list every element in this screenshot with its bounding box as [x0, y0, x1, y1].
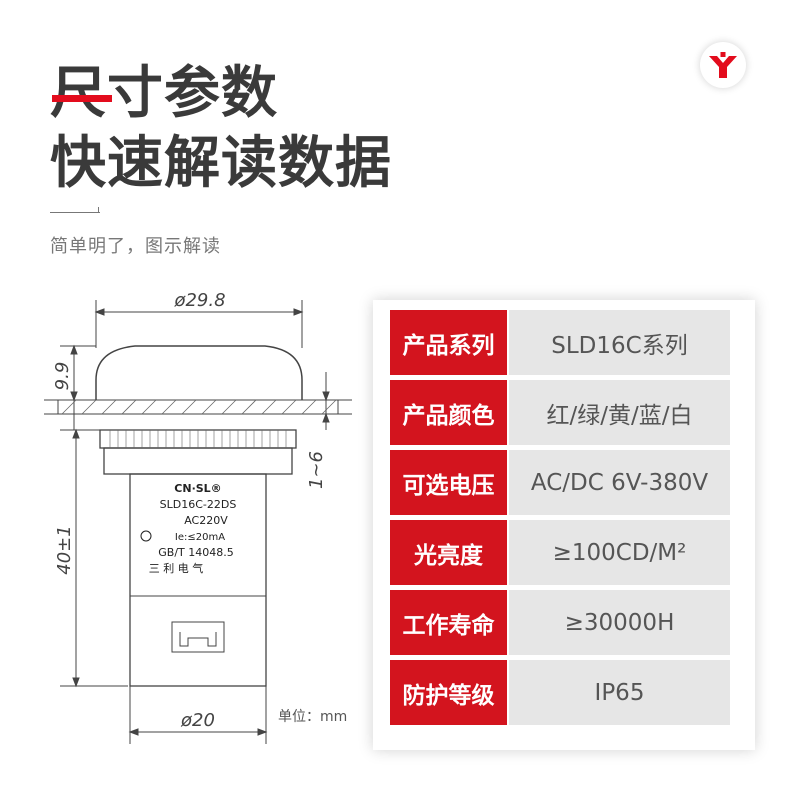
spec-label: 光亮度	[390, 520, 507, 585]
spec-value: ≥100CD/M²	[509, 520, 730, 585]
divider-line	[50, 212, 100, 213]
dim-bottom-width: ø20	[180, 710, 215, 731]
spec-row: 产品系列 SLD16C系列	[390, 310, 730, 375]
spec-label: 产品颜色	[390, 380, 507, 445]
title-accent-bar	[52, 95, 112, 102]
dim-panel-thickness: 1~6	[306, 451, 327, 489]
dimension-drawing: ø29.8 9.9 1~6 40±1 ø20 CN·SL® SLD16C-22D…	[44, 290, 352, 744]
spec-row: 产品颜色 红/绿/黄/蓝/白	[390, 380, 730, 445]
page-title-line1: 尺寸参数	[50, 61, 278, 126]
spec-row: 可选电压 AC/DC 6V-380V	[390, 450, 730, 515]
red-y-logo-icon	[709, 52, 737, 78]
dim-body-height: 40±1	[54, 525, 75, 574]
spec-value: 红/绿/黄/蓝/白	[509, 380, 730, 445]
page-title-line2: 快速解读数据	[50, 131, 392, 196]
spec-row: 工作寿命 ≥30000H	[390, 590, 730, 655]
spec-label: 工作寿命	[390, 590, 507, 655]
divider-tick	[98, 207, 99, 213]
spec-value: AC/DC 6V-380V	[509, 450, 730, 515]
spec-value: SLD16C系列	[509, 310, 730, 375]
spec-label: 防护等级	[390, 660, 507, 725]
dim-top-width: ø29.8	[173, 290, 225, 311]
brand-logo	[700, 42, 746, 88]
spec-label: 产品系列	[390, 310, 507, 375]
dim-cap-height: 9.9	[52, 362, 73, 391]
spec-table: 产品系列 SLD16C系列 产品颜色 红/绿/黄/蓝/白 可选电压 AC/DC …	[373, 300, 755, 750]
ccc-mark-icon	[140, 530, 152, 542]
unit-label: 单位：mm	[278, 709, 348, 725]
label-current: Ie:≤20mA	[175, 532, 225, 543]
label-standard: GB/T 14048.5	[158, 546, 233, 559]
page-subtitle: 简单明了，图示解读	[50, 236, 221, 257]
spec-row: 光亮度 ≥100CD/M²	[390, 520, 730, 585]
label-model: SLD16C-22DS	[160, 498, 237, 511]
label-brand: CN·SL®	[174, 482, 221, 495]
spec-row: 防护等级 IP65	[390, 660, 730, 725]
spec-value: IP65	[509, 660, 730, 725]
spec-label: 可选电压	[390, 450, 507, 515]
label-voltage: AC220V	[184, 514, 228, 527]
spec-value: ≥30000H	[509, 590, 730, 655]
label-maker: 三 利 电 气	[149, 561, 204, 575]
